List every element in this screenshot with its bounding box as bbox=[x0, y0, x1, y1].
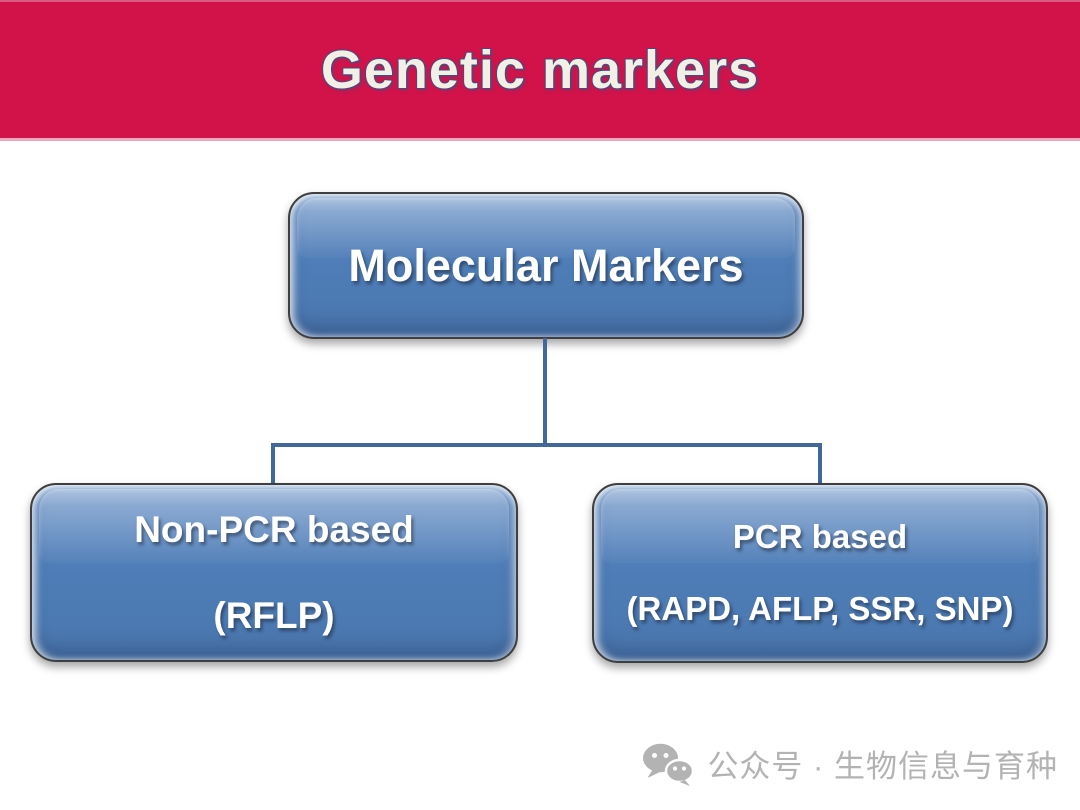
node-pcr-title: PCR based bbox=[732, 518, 908, 555]
watermark-text: 公众号 · 生物信息与育种 bbox=[707, 749, 1058, 784]
slide-header: Genetic markers bbox=[0, 0, 1080, 141]
connector-drop-left bbox=[271, 443, 275, 485]
node-pcr-based: PCR based (RAPD, AFLP, SSR, SNP) bbox=[592, 483, 1048, 663]
node-non-pcr-title: Non-PCR based bbox=[134, 508, 414, 550]
connector-horizontal bbox=[271, 443, 822, 447]
connector-drop-right bbox=[818, 443, 822, 485]
connector-stem bbox=[543, 338, 547, 445]
wechat-icon bbox=[641, 742, 695, 786]
slide-title: Genetic markers bbox=[320, 39, 760, 101]
node-non-pcr-subtitle: (RFLP) bbox=[213, 594, 335, 636]
node-pcr-subtitle: (RAPD, AFLP, SSR, SNP) bbox=[626, 590, 1014, 627]
node-molecular-markers: Molecular Markers bbox=[288, 192, 804, 339]
node-non-pcr-based: Non-PCR based (RFLP) bbox=[30, 483, 518, 662]
watermark: 公众号 · 生物信息与育种 bbox=[641, 741, 1058, 786]
node-molecular-markers-label: Molecular Markers bbox=[348, 239, 744, 291]
